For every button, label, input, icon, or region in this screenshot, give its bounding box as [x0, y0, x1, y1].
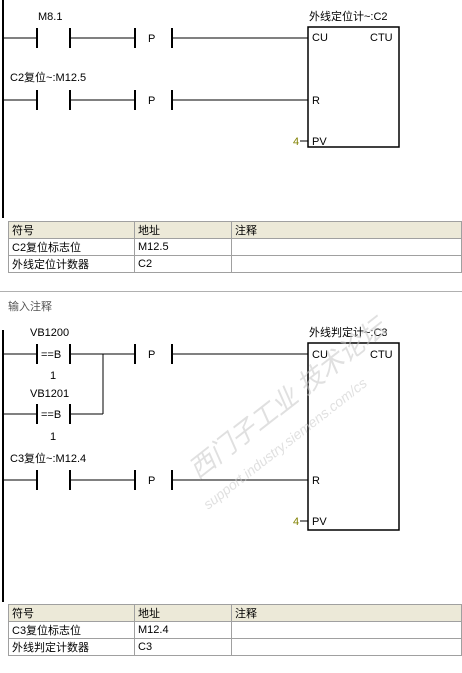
contact-m8-1-label: M8.1	[38, 11, 62, 23]
cell-address[interactable]: C2	[134, 255, 232, 273]
edge-detect-2[interactable]: P	[70, 90, 308, 110]
cell-symbol[interactable]: 外线定位计数器	[8, 255, 135, 273]
col-address: 地址	[134, 604, 232, 622]
compare-vb1200-op: ==B	[41, 349, 61, 361]
counter-c3-block[interactable]: 外线判定计~:C3 CU CTU R PV 4	[293, 325, 400, 531]
contact-m8-1[interactable]: M8.1	[3, 11, 71, 48]
col-comment: 注释	[231, 221, 462, 239]
counter-c2-title: 外线定位计~:C2	[309, 9, 388, 23]
table-row[interactable]: 外线定位计数器 C2	[8, 255, 462, 273]
counter-c2-block[interactable]: 外线定位计~:C2 CU CTU R PV 4	[293, 9, 400, 148]
compare-vb1201[interactable]: VB1201 ==B 1	[3, 354, 104, 443]
cell-address[interactable]: M12.4	[134, 621, 232, 639]
counter-pv-value[interactable]: 4	[293, 516, 299, 528]
cell-comment[interactable]	[231, 621, 462, 639]
col-address: 地址	[134, 221, 232, 239]
contact-c3-reset-label: C3复位~:M12.4	[10, 451, 86, 465]
contact-c3-reset[interactable]: C3复位~:M12.4	[3, 451, 86, 490]
cell-comment[interactable]	[231, 638, 462, 656]
compare-vb1201-var: VB1201	[30, 388, 69, 400]
cell-comment[interactable]	[231, 238, 462, 256]
cell-address[interactable]: C3	[134, 638, 232, 656]
table-header-row: 符号 地址 注释	[8, 221, 462, 239]
contact-c2-reset[interactable]: C2复位~:M12.5	[3, 70, 86, 110]
cell-symbol[interactable]: C3复位标志位	[8, 621, 135, 639]
compare-vb1200-const: 1	[50, 370, 56, 382]
edge-detect-4[interactable]: P	[70, 470, 308, 490]
symbol-table-1: 符号 地址 注释 C2复位标志位 M12.5 外线定位计数器 C2	[8, 221, 462, 273]
counter-cu-pin: CU	[312, 32, 328, 44]
counter-pv-value[interactable]: 4	[293, 136, 299, 148]
counter-reset-pin: R	[312, 95, 320, 107]
edge-detect-3[interactable]: P	[134, 344, 308, 364]
compare-vb1201-op: ==B	[41, 409, 61, 421]
cell-symbol[interactable]: 外线判定计数器	[8, 638, 135, 656]
col-symbol: 符号	[8, 221, 135, 239]
table-row[interactable]: C3复位标志位 M12.4	[8, 621, 462, 639]
counter-type-label: CTU	[370, 349, 393, 361]
symbol-table-2: 符号 地址 注释 C3复位标志位 M12.4 外线判定计数器 C3	[8, 604, 462, 656]
counter-pv-pin: PV	[312, 516, 327, 528]
counter-type-label: CTU	[370, 32, 393, 44]
table-row[interactable]: 外线判定计数器 C3	[8, 638, 462, 656]
edge-p-label: P	[148, 475, 155, 487]
compare-vb1200[interactable]: VB1200 ==B 1	[3, 327, 135, 382]
col-comment: 注释	[231, 604, 462, 622]
edge-p-label: P	[148, 349, 155, 361]
compare-vb1200-var: VB1200	[30, 327, 69, 339]
edge-p-label: P	[148, 95, 155, 107]
compare-vb1201-const: 1	[50, 431, 56, 443]
edge-detect-1[interactable]: P	[70, 28, 308, 48]
counter-reset-pin: R	[312, 475, 320, 487]
edge-p-label: P	[148, 33, 155, 45]
counter-cu-pin: CU	[312, 349, 328, 361]
col-symbol: 符号	[8, 604, 135, 622]
network-separator	[0, 291, 462, 292]
table-header-row: 符号 地址 注释	[8, 604, 462, 622]
counter-pv-pin: PV	[312, 136, 327, 148]
table-row[interactable]: C2复位标志位 M12.5	[8, 238, 462, 256]
counter-c3-title: 外线判定计~:C3	[309, 325, 388, 339]
network-comment-input[interactable]: 输入注释	[8, 301, 52, 313]
contact-c2-reset-label: C2复位~:M12.5	[10, 70, 86, 84]
cell-comment[interactable]	[231, 255, 462, 273]
cell-symbol[interactable]: C2复位标志位	[8, 238, 135, 256]
cell-address[interactable]: M12.5	[134, 238, 232, 256]
